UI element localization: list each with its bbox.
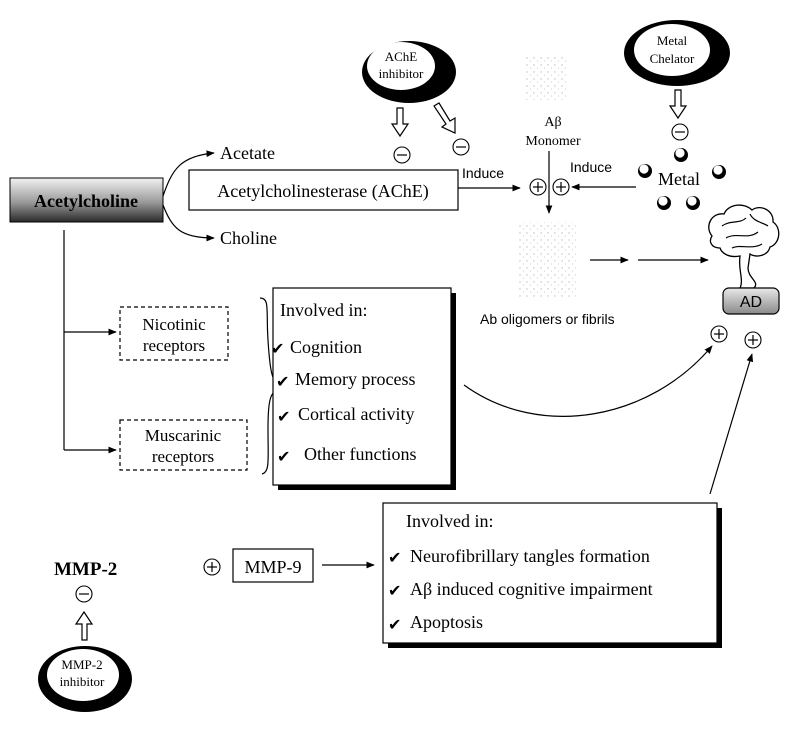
arrow-involved2-to-ad — [709, 353, 754, 495]
abeta-monomer-speckles — [525, 55, 567, 100]
acetylcholine-label: Acetylcholine — [34, 191, 138, 211]
minus-symbol-ache-2 — [452, 138, 470, 156]
mmp2-inhibitor-line1: MMP-2 — [61, 657, 102, 672]
ache-inhibitor-arrow-down — [390, 107, 410, 138]
mmp2-inhibitor-node: MMP-2 inhibitor — [38, 646, 132, 712]
minus-symbol-metal — [671, 123, 689, 141]
plus-symbol-ad-2 — [744, 331, 762, 349]
choline-label: Choline — [220, 228, 277, 248]
ad-box — [722, 287, 780, 315]
involved-box-1: Involved in: ✔ Cognition ✔ Memory proces… — [271, 287, 456, 490]
involved-1-item-4: Other functions — [304, 444, 416, 464]
ache-enzyme-label: Acetylcholinesterase (AChE) — [217, 181, 428, 202]
involved-1-item-1: Cognition — [290, 337, 362, 357]
nicotinic-line2: receptors — [143, 336, 205, 355]
mmp9-label: MMP-9 — [244, 557, 301, 577]
plus-symbol-mmp — [203, 558, 221, 576]
minus-symbol-mmp2 — [75, 585, 93, 603]
minus-symbol-ache-1 — [393, 146, 411, 164]
ad-label: AD — [740, 294, 762, 311]
plus-symbol-ad-1 — [710, 325, 728, 343]
involved-box-2: Involved in: ✔ Neurofibrillary tangles f… — [382, 502, 722, 648]
involved-1-title: Involved in: — [280, 300, 368, 320]
involved-2-item-1: Neurofibrillary tangles formation — [410, 546, 650, 566]
muscarinic-line1: Muscarinic — [145, 426, 222, 445]
arrow-involved1-to-ad — [463, 345, 713, 417]
muscarinic-line2: receptors — [152, 447, 214, 466]
metal-chelator-line2: Chelator — [650, 51, 695, 66]
ab-oligomers-label: Ab oligomers or fibrils — [480, 311, 615, 327]
ache-enzyme-box — [188, 169, 459, 211]
involved-2-item-3: Apoptosis — [410, 612, 483, 632]
metal-chelator-arrow-down — [668, 89, 688, 120]
acetate-label: Acetate — [220, 143, 275, 163]
nicotinic-box — [119, 306, 229, 361]
plus-symbol-abeta-2 — [552, 178, 570, 196]
check-icon: ✔ — [276, 374, 289, 391]
metal-label: Metal — [658, 169, 700, 189]
ache-inhibitor-line2: inhibitor — [379, 66, 424, 81]
arrow-to-acetate — [162, 150, 215, 197]
metal-chelator-line1: Metal — [657, 33, 688, 48]
abeta-label: Aβ — [544, 115, 561, 130]
ache-inhibitor-line1: AChE — [385, 49, 418, 64]
check-icon: ✔ — [277, 409, 290, 426]
mmp2-inhibitor-line2: inhibitor — [60, 674, 105, 689]
plus-symbol-abeta-1 — [529, 178, 547, 196]
check-icon: ✔ — [388, 550, 401, 567]
metal-ions — [638, 148, 726, 210]
check-icon: ✔ — [271, 341, 284, 358]
metal-chelator-node: Metal Chelator — [624, 20, 730, 86]
check-icon: ✔ — [388, 617, 401, 634]
nicotinic-line1: Nicotinic — [142, 315, 206, 334]
monomer-label: Monomer — [525, 134, 581, 149]
acetylcholine-node: Acetylcholine — [9, 177, 164, 223]
induce-left-label: Induce — [462, 165, 504, 181]
mmp2-label: MMP-2 — [54, 559, 117, 580]
ache-inhibitor-arrow-diagonal — [433, 102, 456, 134]
induce-right-label: Induce — [570, 159, 612, 175]
involved-2-title: Involved in: — [406, 511, 494, 531]
mmp9-box — [232, 548, 314, 583]
mmp2-inhibitor-arrow-up — [74, 610, 94, 641]
involved-1-item-3: Cortical activity — [298, 404, 414, 424]
check-icon: ✔ — [277, 449, 290, 466]
ache-inhibitor-node: AChE inhibitor — [362, 41, 456, 103]
check-icon: ✔ — [388, 583, 401, 600]
involved-1-item-2: Memory process — [295, 369, 415, 389]
involved-2-item-2: Aβ induced cognitive impairment — [410, 579, 653, 599]
ab-oligomers-speckles — [518, 222, 576, 297]
muscarinic-box — [119, 419, 248, 471]
brain-icon — [708, 204, 780, 289]
arrow-to-choline — [162, 204, 215, 242]
